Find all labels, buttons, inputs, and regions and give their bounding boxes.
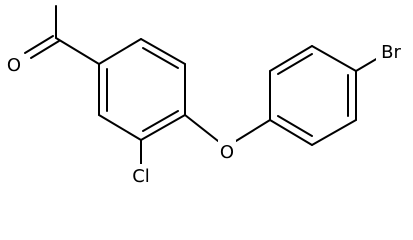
ring2-bond-6 [269,119,313,146]
chlorine-label-background [127,164,156,186]
ring1-bond-2 [140,38,186,65]
molecule-structure: O O Cl Br [5,5,407,187]
ether-oxygen-label-background [218,140,236,162]
ether-oxygen-label: O [220,142,234,163]
ring1-bond-1 [98,38,142,65]
ring2-bond-2 [269,45,313,72]
ring2-bond-3 [311,45,357,72]
bond-ether-oxygen-ring [235,119,271,142]
ring1-bond-4 [140,114,186,141]
ring2-double-top [277,53,313,75]
ring1-bond-5 [98,114,142,141]
molecule-canvas: O O Cl Br [5,5,407,187]
bond-ring-bromine [355,57,379,72]
ring2-double-bottom [277,115,313,137]
ring1-double-top [142,47,179,69]
bond-carbonyl-double-2 [30,40,60,59]
carbonyl-oxygen-label-background [5,53,23,75]
bromine-label: Br [381,42,401,63]
bond-carbonyl-double-1 [24,35,54,54]
bond-ring-ether-oxygen [184,114,219,142]
bond-carbonyl-ring [55,37,100,65]
bromine-label-background [376,40,407,63]
carbonyl-oxygen-label: O [7,55,21,76]
chlorine-label: Cl [132,166,150,187]
ring1-double-bottom [142,110,179,132]
ring2-bond-5 [311,119,357,146]
